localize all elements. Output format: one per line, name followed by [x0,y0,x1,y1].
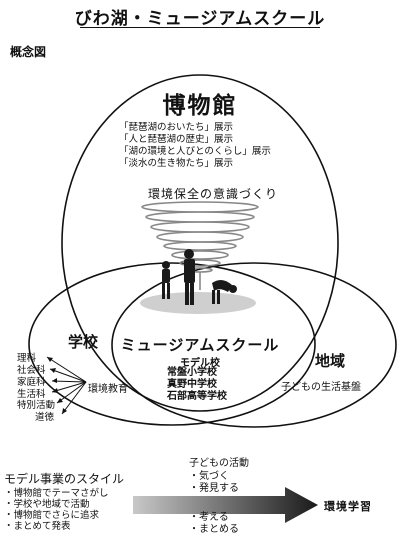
activity-item: ・考える [189,512,229,523]
ground-shadow [140,292,256,314]
model-style-item: ・学校や地域で活動 [4,499,90,510]
spiral-whirlwind [141,201,259,290]
page-title: びわ湖・ミュージアムスクール [74,9,326,29]
subject-arrows [46,356,87,415]
subject-item: 社会科 [17,365,46,376]
subject-item: 特別活動 [17,400,56,411]
model-style-item: ・まとめて発表 [4,521,71,532]
activity-item: ・気づく [189,471,229,482]
concept-label: 概念図 [10,45,47,59]
subject-item: 生活科 [17,389,46,400]
museum-ellipse [61,74,339,412]
children-activity-title: 子どもの活動 [189,458,249,469]
exhibit-item: 「湖の環境と人びとのくらし」展示 [119,146,271,157]
subject-arrowheads [47,357,67,414]
exhibit-item: 「人と琵琶湖の歴史」展示 [119,134,234,145]
subject-item: 理科 [17,353,37,364]
school-title: 学校 [68,333,99,351]
env-learning-label: 環境学習 [324,500,372,513]
museum-school-title: ミュージアムスクール [120,336,280,354]
subject-item: 家庭科 [17,377,46,388]
model-school-item: 真野中学校 [167,379,217,390]
model-school-label: モデル校 [180,358,220,369]
model-school-item: 石部高等学校 [167,391,227,402]
exhibit-item: 「淡水の生き物たち」展示 [119,158,234,169]
env-awareness-label: 環境保全の意識づくり [148,187,279,201]
region-description: 子どもの生活基盤 [281,382,361,393]
activity-item: ・まとめる [189,524,239,535]
model-school-item: 常盤小学校 [167,367,217,378]
model-style-item: ・博物館でテーマさがし [4,488,109,499]
title-underline [80,27,320,28]
model-style-item: ・博物館でさらに追求 [4,510,100,521]
subject-item: 道徳 [35,412,55,423]
children-looking-at-ground-photo [162,249,237,305]
env-education-label: 環境教育 [88,384,128,395]
region-ellipse [111,262,397,428]
museum-title: 博物館 [162,93,238,119]
model-style-title: モデル事業のスタイル [4,472,125,486]
activity-arrow [133,487,318,523]
exhibit-item: 「琵琶湖のおいたち」展示 [119,122,234,133]
school-ellipse [28,262,316,426]
region-title: 地域 [315,352,346,370]
activity-item: ・発見する [189,483,239,494]
